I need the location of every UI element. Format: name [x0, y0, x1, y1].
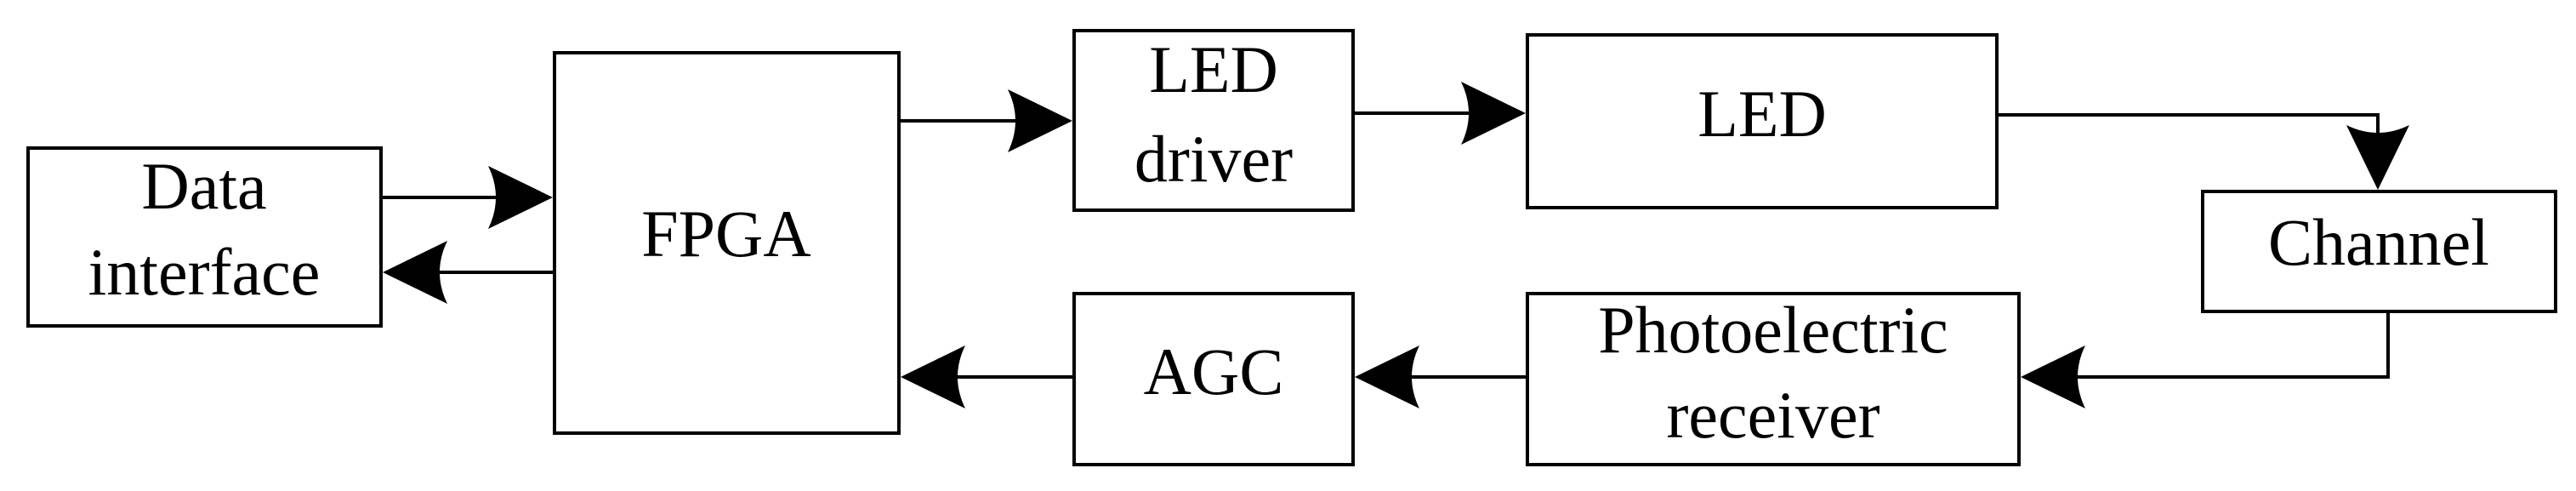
agc-block: AGC [1072, 292, 1355, 466]
agc-label: AGC [1144, 334, 1284, 408]
led-border [1526, 33, 1999, 209]
fpga-block: FPGA [553, 51, 901, 435]
led-driver-label-line2: driver [1134, 122, 1293, 196]
arrowhead-left-icon [1355, 345, 1419, 408]
fpga-label: FPGA [641, 197, 810, 271]
fpga-border [553, 51, 901, 435]
agc-border [1072, 292, 1355, 466]
arrowhead-right-icon [1461, 82, 1526, 145]
led-driver-block: LED driver [1072, 29, 1355, 212]
arrow-led-driver-to-led [1353, 82, 1526, 145]
photoelectric-receiver-label-line1: Photoelectric [1598, 293, 1948, 367]
photoelectric-receiver-label-line2: receiver [1666, 378, 1879, 452]
data-interface-block: Data interface [26, 146, 383, 328]
led-label: LED [1697, 77, 1827, 151]
photoelectric-receiver-border [1526, 292, 2021, 466]
led-driver-border [1072, 29, 1355, 212]
led-driver-label-line1: LED [1149, 32, 1278, 106]
arrowhead-right-icon [488, 166, 553, 229]
arrow-fpga-to-data-interface [383, 241, 554, 304]
channel-block: Channel [2201, 190, 2557, 313]
arrowhead-right-icon [1008, 89, 1072, 152]
data-interface-border [26, 146, 383, 328]
data-interface-label-line1: Data [141, 149, 266, 223]
channel-border [2201, 190, 2557, 313]
arrow-agc-to-fpga [901, 345, 1074, 408]
arrow-photoelectric-receiver-to-agc [1355, 345, 1527, 408]
arrowhead-left-icon [383, 241, 447, 304]
arrowhead-left-icon [2021, 345, 2085, 408]
channel-label: Channel [2268, 205, 2489, 279]
arrowhead-down-icon [2346, 125, 2409, 190]
led-block: LED [1526, 33, 1999, 209]
arrow-fpga-to-led-driver [899, 89, 1072, 152]
arrow-data-interface-to-fpga [381, 166, 553, 229]
arrowhead-left-icon [901, 345, 965, 408]
photoelectric-receiver-block: Photoelectric receiver [1526, 292, 2021, 466]
arrow-led-to-channel [1997, 113, 2409, 190]
arrow-channel-to-photoelectric-receiver [2021, 311, 2390, 408]
data-interface-label-line2: interface [88, 235, 321, 309]
